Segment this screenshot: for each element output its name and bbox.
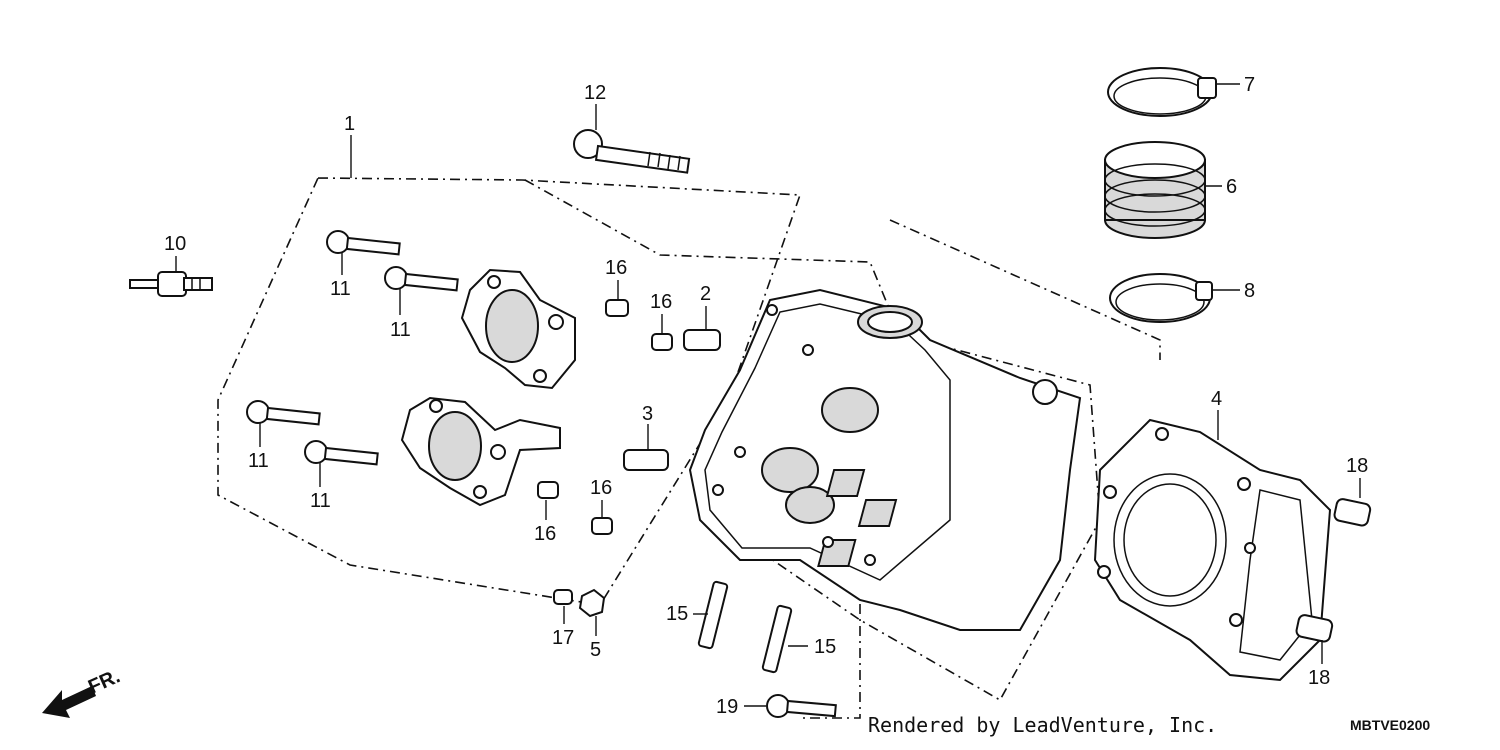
callout-18-b: 18 bbox=[1308, 667, 1330, 689]
studs-15 bbox=[697, 580, 793, 674]
stud-leader bbox=[800, 560, 861, 719]
callout-16-d: 16 bbox=[534, 523, 556, 545]
callout-16-a: 16 bbox=[605, 257, 627, 279]
callout-3: 3 bbox=[642, 403, 653, 425]
bolts-11 bbox=[246, 230, 459, 466]
bolt-19 bbox=[766, 694, 837, 718]
callout-18-a: 18 bbox=[1346, 455, 1368, 477]
callout-8: 8 bbox=[1244, 280, 1255, 302]
callout-11-c: 11 bbox=[248, 450, 269, 472]
clamp-7 bbox=[1107, 67, 1217, 117]
callout-17: 17 bbox=[552, 627, 574, 649]
cam-holder-lower bbox=[400, 396, 561, 507]
callout-19: 19 bbox=[716, 696, 738, 718]
callout-6: 6 bbox=[1226, 176, 1237, 198]
callout-16-c: 16 bbox=[590, 477, 612, 499]
callout-11-b: 11 bbox=[390, 319, 411, 341]
callout-2: 2 bbox=[700, 283, 711, 305]
bolt-12 bbox=[573, 129, 691, 174]
direction-label: FR. bbox=[85, 665, 123, 698]
insulator-6 bbox=[1104, 141, 1206, 239]
callout-10: 10 bbox=[164, 233, 186, 255]
callout-12: 12 bbox=[584, 82, 606, 104]
cam-holder-group-outline bbox=[217, 177, 802, 606]
callout-16-b: 16 bbox=[650, 291, 672, 313]
callout-labels: 1 12 10 11 11 11 11 16 16 2 3 16 16 17 5… bbox=[164, 74, 1368, 718]
callout-1: 1 bbox=[344, 113, 355, 135]
spark-plug-10 bbox=[129, 271, 213, 297]
clamp-8 bbox=[1109, 273, 1213, 323]
callout-5: 5 bbox=[590, 639, 601, 661]
leader-lines bbox=[175, 83, 1361, 707]
intake-group-outline bbox=[524, 179, 1101, 702]
callout-11-d: 11 bbox=[310, 490, 331, 512]
callout-7: 7 bbox=[1244, 74, 1255, 96]
group-outlines bbox=[217, 177, 1161, 719]
front-direction-arrow-icon: FR. bbox=[42, 665, 123, 718]
dowels-18 bbox=[1295, 498, 1372, 643]
diagram-code: MBTVE0200 bbox=[1350, 717, 1430, 733]
cam-holder-upper bbox=[460, 268, 576, 390]
gasket-4 bbox=[1093, 418, 1332, 682]
render-credit: Rendered by LeadVenture, Inc. bbox=[868, 713, 1217, 737]
callout-11-a: 11 bbox=[330, 278, 351, 300]
callout-15-b: 15 bbox=[814, 636, 836, 658]
callout-15-a: 15 bbox=[666, 603, 688, 625]
cylinder-head bbox=[688, 288, 1082, 631]
callout-4: 4 bbox=[1211, 388, 1222, 410]
clamp-leader bbox=[889, 219, 1161, 360]
